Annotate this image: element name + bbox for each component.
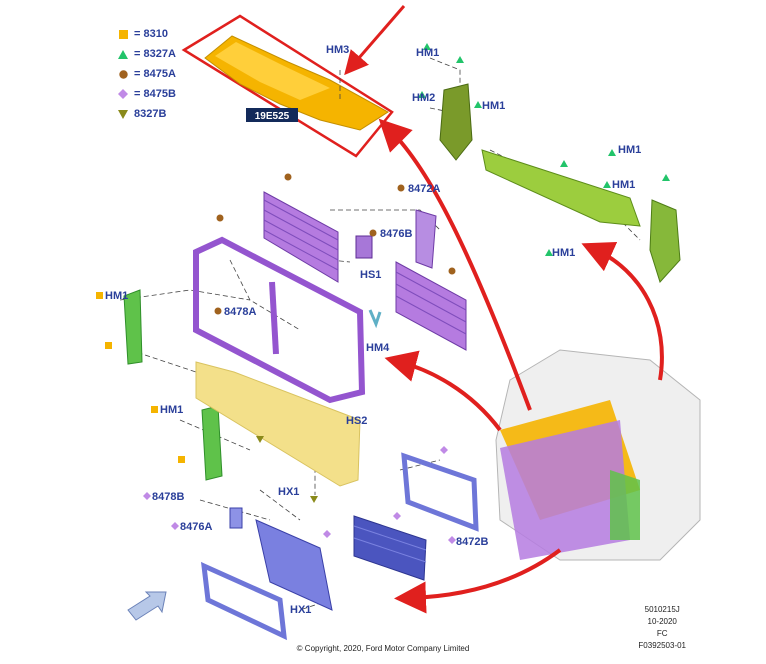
shutter-frame <box>193 236 366 404</box>
copyright-notice: © Copyright, 2020, Ford Motor Company Li… <box>296 644 470 653</box>
label-hm1-c: HM1 <box>618 144 641 156</box>
legend: = 8310 = 8327A = 8475A = 8475B 8327B <box>116 24 176 124</box>
upper-air-deflector <box>204 35 389 131</box>
vehicle-front-end <box>495 349 701 561</box>
lower-active-shutter <box>395 261 467 351</box>
green-upper-bracket-pair <box>439 83 681 283</box>
label-hm1-left: HM1 <box>105 290 128 302</box>
label-8478a: 8478A <box>224 306 256 318</box>
legend-text: = 8310 <box>134 28 168 40</box>
radiator-support-frame <box>401 452 479 532</box>
reference-line: F0392503-01 <box>638 641 686 650</box>
part-labels: HM3 HM1 HM2 HM1 HM1 HM1 HM1 8472A 8476B … <box>105 44 641 616</box>
legend-text: = 8475B <box>134 88 176 100</box>
shutter-actuator <box>355 209 437 269</box>
legend-text: = 8475A <box>134 68 176 80</box>
legend-row: = 8475B <box>116 84 176 104</box>
label-hm4: HM4 <box>366 342 390 354</box>
legend-row: = 8327A <box>116 44 176 64</box>
reference-line: FC <box>656 629 668 638</box>
label-hm1-b: HM1 <box>482 100 505 112</box>
figure-reference: 5010215J 10-2020 FC F0392503-01 <box>638 604 686 652</box>
square-icon <box>116 29 130 39</box>
triangle-down-icon <box>116 109 130 119</box>
highlight-frame <box>181 14 394 158</box>
diamond-icon <box>116 89 130 99</box>
pointer-arrows <box>378 118 664 614</box>
triangle-icon <box>116 49 130 59</box>
reference-line: 5010215J <box>644 605 680 614</box>
label-hx1-b: HX1 <box>290 604 311 616</box>
lower-air-deflector <box>195 361 361 487</box>
lower-shutter-blue <box>353 515 427 581</box>
label-hm1-a: HM1 <box>416 47 439 59</box>
forward-direction-icon <box>127 591 167 621</box>
reference-line: 10-2020 <box>647 617 677 626</box>
label-hm1-e: HM1 <box>552 247 575 259</box>
label-hs2: HS2 <box>346 415 367 427</box>
label-8476b: 8476B <box>380 228 412 240</box>
label-hx1-a: HX1 <box>278 486 299 498</box>
marker-symbols <box>96 43 670 544</box>
label-8472b: 8472B <box>456 536 488 548</box>
label-hs1: HS1 <box>360 269 381 281</box>
upper-active-shutter <box>263 191 339 283</box>
label-8476a: 8476A <box>180 521 212 533</box>
legend-row: = 8310 <box>116 24 176 44</box>
left-green-brackets <box>123 289 223 481</box>
hm4-clip <box>368 309 382 329</box>
callout-label: 19E525 <box>255 111 290 122</box>
callout-badge: 19E525 <box>246 108 298 122</box>
label-8478b: 8478B <box>152 491 184 503</box>
label-hm1-d: HM1 <box>612 179 635 191</box>
legend-text: 8327B <box>134 108 167 120</box>
label-hm1-left2: HM1 <box>160 404 183 416</box>
label-hm2: HM2 <box>412 92 435 104</box>
label-8472a: 8472A <box>408 183 440 195</box>
circle-icon <box>116 69 130 79</box>
label-hm3: HM3 <box>326 44 349 56</box>
legend-row: = 8475A <box>116 64 176 84</box>
legend-row: 8327B <box>116 104 176 124</box>
lower-support-assembly <box>201 507 333 641</box>
top-pointer-arrow <box>344 5 406 76</box>
legend-text: = 8327A <box>134 48 176 60</box>
